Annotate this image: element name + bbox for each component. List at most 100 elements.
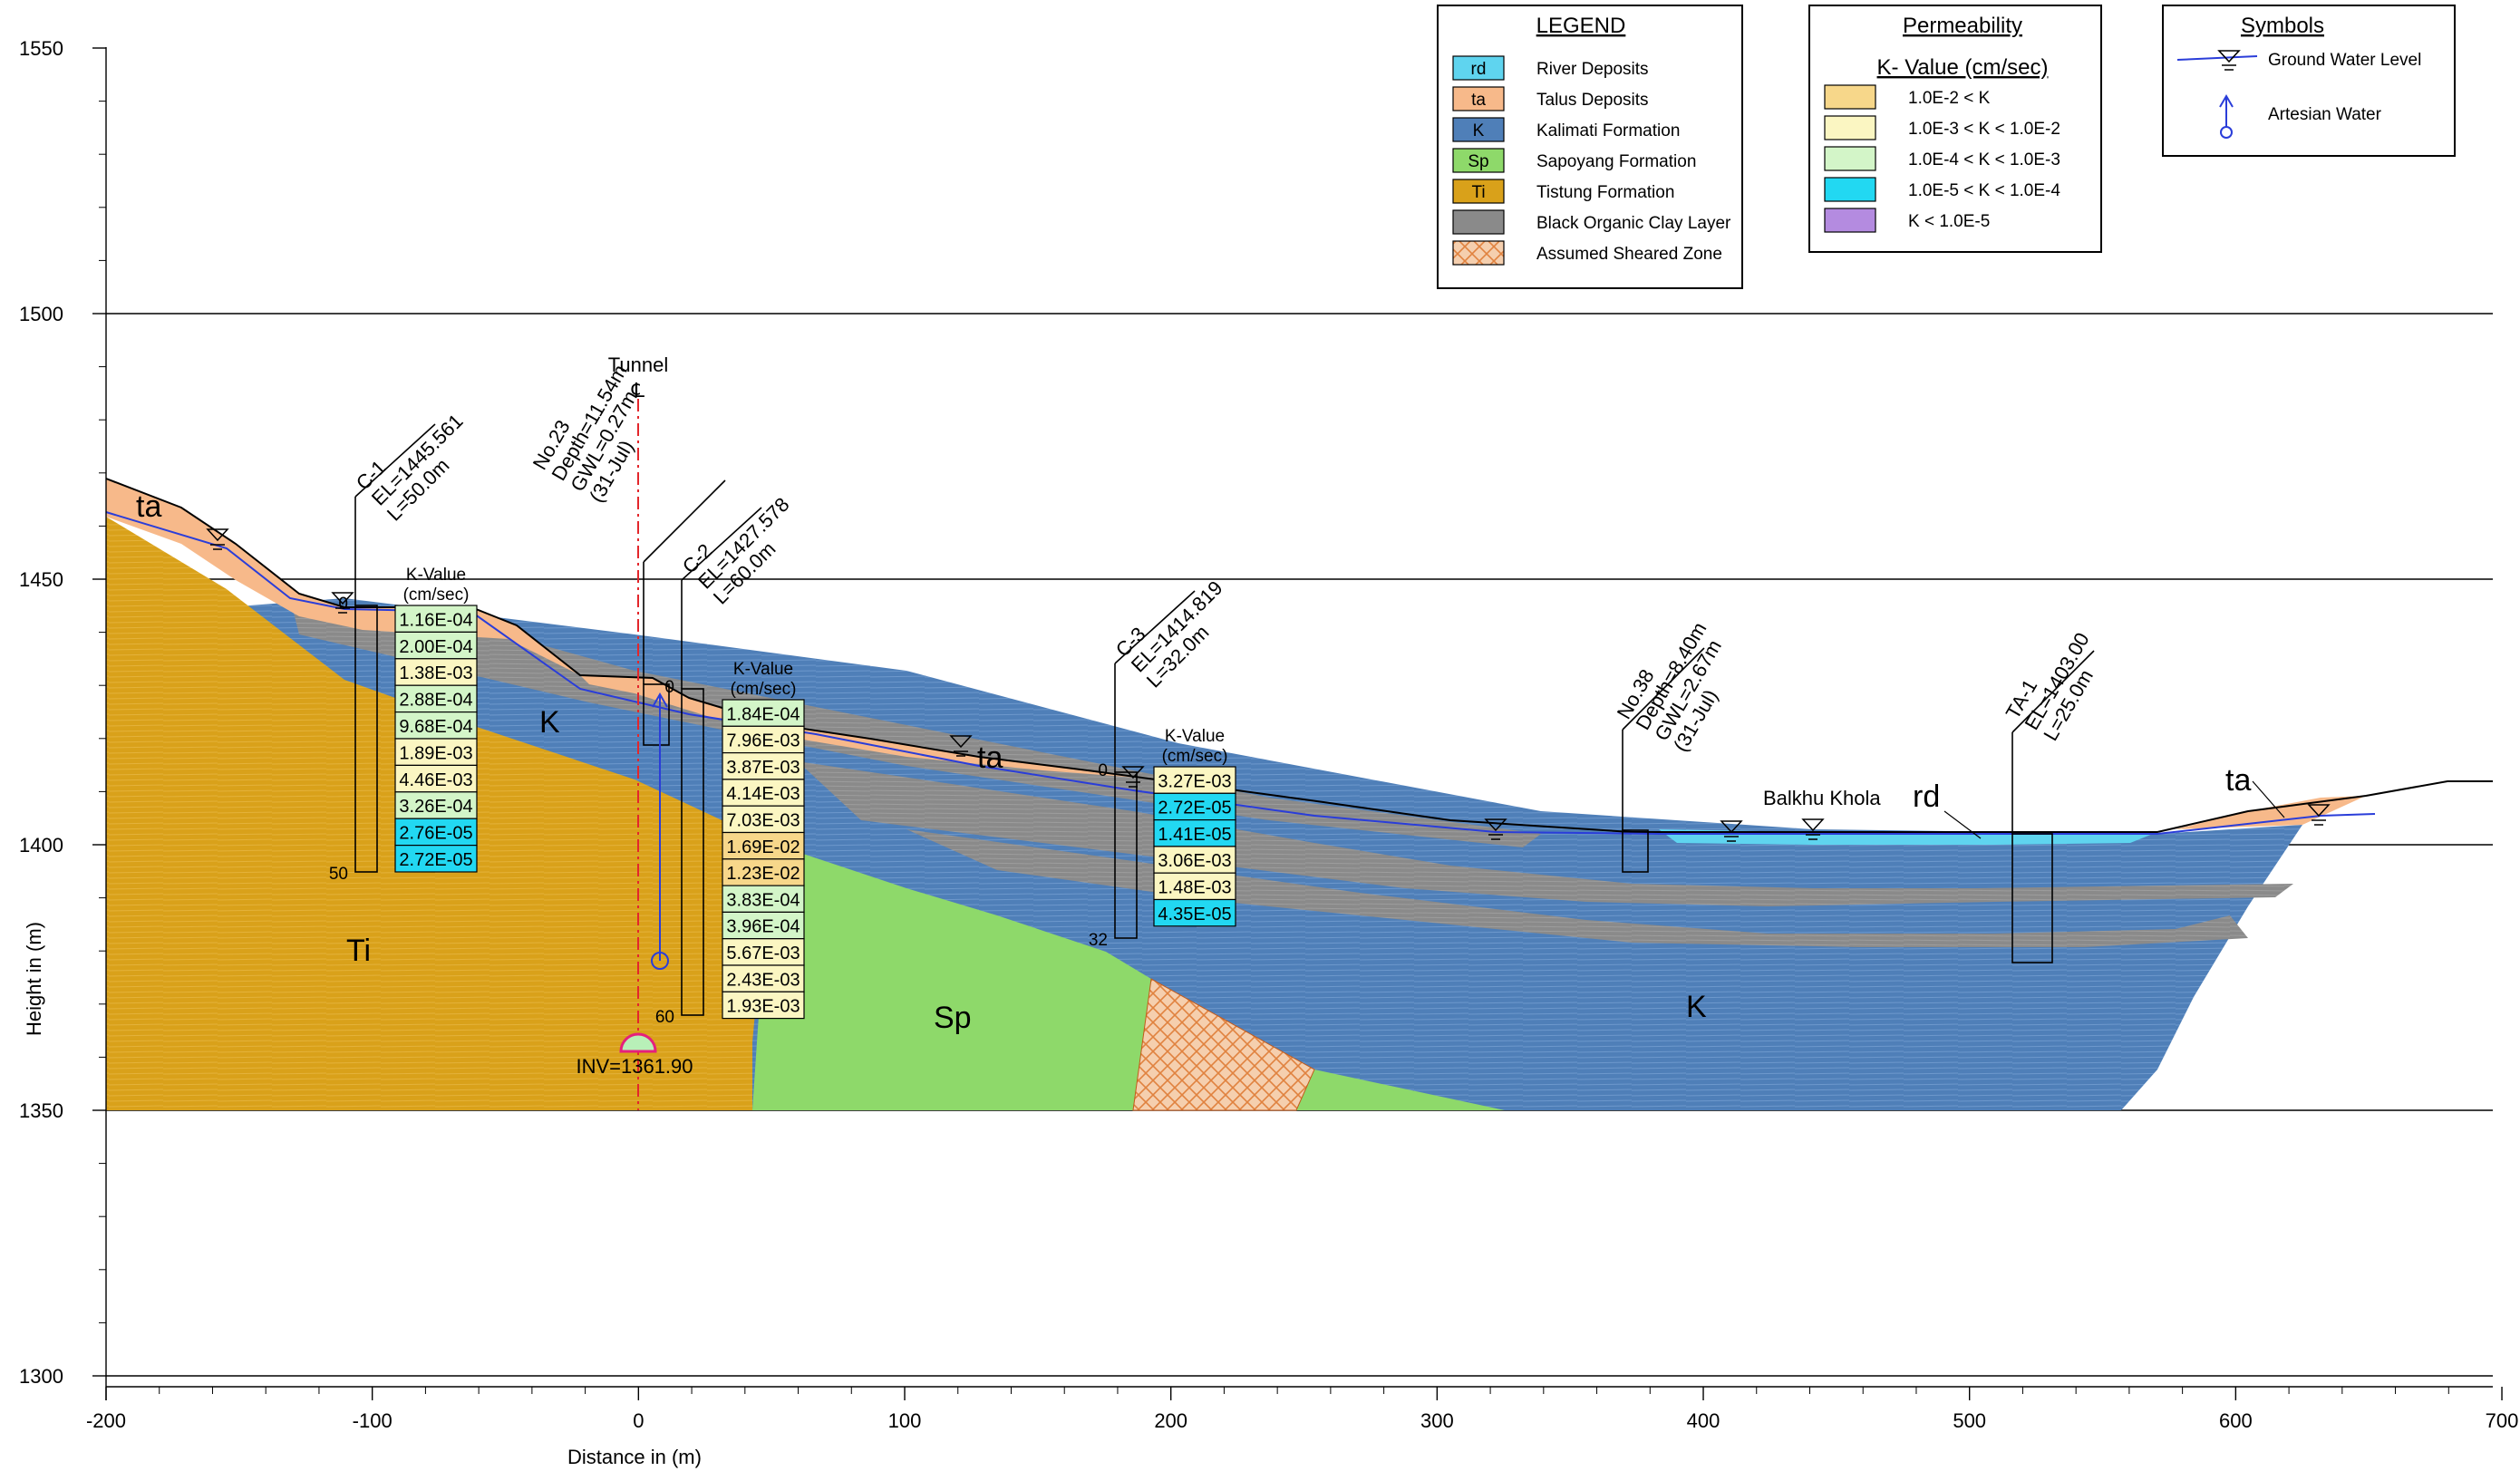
k-value-cell (394, 631, 478, 660)
artesian-arrow-icon (652, 692, 668, 708)
x-tick-label: 400 (1687, 1409, 1720, 1432)
legend-swatch (1452, 179, 1505, 204)
tunnel: Tunnel ℄ INV=1361.90 (576, 353, 693, 1110)
symbols-title: Symbols (2241, 14, 2324, 38)
permeability-swatch (1824, 177, 1876, 202)
borehole-info: C-1EL=1445.561L=50.0m (352, 394, 483, 526)
borehole-info: C-3EL=1414.819L=32.0m (1111, 561, 1243, 692)
x-tick-label: -200 (86, 1409, 126, 1432)
borehole-bottom-depth: 60 (655, 1008, 674, 1027)
borehole-leader (1114, 590, 1196, 664)
x-tick-label: 700 (2486, 1409, 2519, 1432)
ta-label-mid: ta (977, 740, 1003, 775)
talus-mid (580, 675, 1224, 789)
legend-swatch (1452, 209, 1505, 235)
k-value-text: 3.87E-03 (726, 758, 800, 778)
permeability-label: K < 1.0E-5 (1908, 212, 1990, 231)
k-value-cell (394, 658, 478, 686)
k-value-text: 1.69E-02 (726, 837, 800, 857)
k-value-cell (394, 711, 478, 740)
permeability-swatch (1824, 84, 1876, 110)
ground-water-symbol (206, 528, 229, 550)
legend-code: K (1473, 121, 1485, 140)
ta-label-left: ta (136, 489, 161, 524)
x-tick-label: -100 (353, 1409, 393, 1432)
borehole-column (2011, 833, 2053, 963)
legend-code: Sp (1468, 152, 1488, 171)
k-value-text: 4.46E-03 (399, 770, 472, 790)
k-value-title: K-Value (406, 566, 466, 585)
k-value-text: 7.96E-03 (726, 731, 800, 751)
borehole-bottom-depth: 32 (1089, 931, 1108, 950)
legend-title: LEGEND (1536, 14, 1626, 38)
k-value-cell (394, 791, 478, 819)
permeability-title: Permeability (1903, 14, 2022, 38)
k-value-cell (722, 964, 805, 992)
legend-label: Tistung Formation (1536, 183, 1674, 202)
borehole-top-depth: 0 (1098, 761, 1108, 780)
artesian-icon (2219, 94, 2234, 127)
legend-label: Black Organic Clay Layer (1536, 214, 1731, 233)
k-value-text: 4.14E-03 (726, 784, 800, 804)
ground-water-symbol (949, 735, 973, 757)
tunnel-label: Tunnel (608, 353, 668, 376)
k-value-cell (722, 911, 805, 940)
k-value-cell (1153, 818, 1236, 847)
rd-label: rd (1913, 779, 1940, 814)
k-value-text: 2.72E-05 (399, 850, 472, 870)
ground-water-symbol (331, 592, 354, 614)
k-value-cell (1153, 792, 1236, 821)
borehole-info: TA-1EL=1403.00L=25.0m (2001, 618, 2113, 745)
k-value-text: 1.41E-05 (1158, 825, 1231, 845)
tunnel-outline (619, 1032, 657, 1053)
k-value-title: K-Value (733, 660, 793, 679)
x-tick-label: 200 (1154, 1409, 1187, 1432)
borehole-leader (354, 423, 436, 498)
borehole-column (354, 605, 378, 873)
borehole-info: C-2EL=1427.578L=60.0m (678, 478, 809, 609)
k-value-cell (394, 738, 478, 766)
k-value-text: 1.23E-02 (726, 864, 800, 884)
k-label-lower: K (1686, 990, 1707, 1024)
legend-code: Ti (1471, 183, 1485, 202)
ground-water-symbol (1801, 818, 1825, 840)
permeability-swatch (1824, 115, 1876, 140)
sapoyang-formation (752, 843, 1505, 1110)
k-value-text: 3.96E-04 (726, 917, 800, 937)
permeability-swatch (1824, 146, 1876, 171)
borehole-column (1622, 829, 1649, 873)
borehole-info: No.38Depth=8.40mGWL=2.67m(31-Jul) (1613, 607, 1749, 755)
y-tick-label: 1450 (19, 568, 63, 591)
borehole-column (643, 683, 670, 746)
borehole-column (1114, 771, 1138, 939)
ground-water-label: Ground Water Level (2268, 51, 2421, 70)
k-value-text: 7.03E-03 (726, 811, 800, 831)
symbols-box: Symbols Ground Water Level Artesian Wate… (2162, 5, 2456, 157)
k-value-text: 2.43E-03 (726, 970, 800, 990)
k-value-text: 1.48E-03 (1158, 878, 1231, 898)
permeability-label: 1.0E-5 < K < 1.0E-4 (1908, 181, 2060, 200)
legend-code: rd (1471, 60, 1487, 79)
legend-swatch (1452, 240, 1505, 266)
k-value-cell (1153, 898, 1236, 927)
x-tick-label: 0 (633, 1409, 644, 1432)
river-label: Balkhu Khola (1763, 787, 1881, 809)
sheared-zone (1132, 978, 1315, 1111)
k-value-text: 1.93E-03 (726, 997, 800, 1017)
artesian-source-icon (651, 952, 669, 970)
x-tick-label: 600 (2219, 1409, 2253, 1432)
k-value-unit: (cm/sec) (1162, 747, 1228, 766)
k-value-cell (722, 751, 805, 780)
formation-labels: ta ta ta K K Ti Sp rd Balkhu Khola (136, 489, 2285, 1035)
borehole-leader (2011, 650, 2095, 733)
k-value-cell (722, 938, 805, 966)
borehole-bottom-depth: 50 (329, 865, 348, 884)
k-value-text: 4.35E-05 (1158, 905, 1231, 924)
k-value-cell (722, 699, 805, 727)
clay-layer-2 (798, 761, 2293, 906)
y-tick-label: 1400 (19, 834, 63, 857)
talus-right (2176, 796, 2366, 829)
